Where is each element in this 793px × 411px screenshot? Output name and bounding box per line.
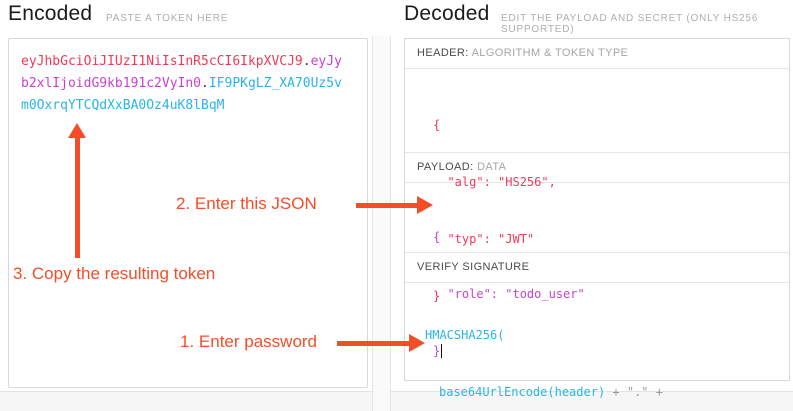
code-line: } bbox=[433, 289, 441, 303]
column-divider-strip bbox=[372, 36, 391, 411]
header-json-editor[interactable]: { "alg": "HS256", "typ": "JWT" } bbox=[405, 69, 789, 303]
decoded-subtitle: EDIT THE PAYLOAD AND SECRET (ONLY HS256 … bbox=[501, 13, 759, 35]
code-line: "typ": "JWT" bbox=[433, 232, 535, 246]
annotation-step1: 1. Enter password bbox=[180, 332, 318, 351]
arrow-right-icon bbox=[417, 196, 433, 214]
token-header-part: eyJhbGciOiJIUzI1NiIsInR5cCI6IkpXVCJ9 bbox=[21, 54, 303, 69]
text-cursor bbox=[441, 344, 443, 358]
token-separator: . bbox=[201, 76, 209, 91]
payload-json-editor[interactable]: { "role": "todo_user" } bbox=[405, 183, 789, 358]
jwt-token: eyJhbGciOiJIUzI1NiIsInR5cCI6IkpXVCJ9.eyJ… bbox=[21, 51, 348, 117]
code-line: "role": "todo_user" bbox=[433, 287, 585, 301]
verify-section-label: VERIFY SIGNATURE bbox=[405, 253, 789, 283]
code-line: { bbox=[433, 118, 441, 132]
encoded-subtitle: PASTE A TOKEN HERE bbox=[106, 13, 229, 24]
token-payload-part: eyJyb2xlIjoidG9kb191c2VyIn0 bbox=[21, 54, 342, 91]
code-line: base64UrlEncode(header) + "." + bbox=[439, 385, 663, 399]
header-section-label: HEADER: ALGORITHM & TOKEN TYPE bbox=[405, 39, 789, 69]
annotation-step3: 3. Copy the resulting token bbox=[13, 264, 216, 283]
arrow-up-icon bbox=[68, 123, 86, 138]
page-bottom-band bbox=[0, 391, 793, 411]
payload-section-label: PAYLOAD: DATA bbox=[405, 153, 789, 183]
code-line: { bbox=[433, 230, 441, 244]
code-line: } bbox=[433, 344, 443, 358]
decoded-title: Decoded bbox=[404, 2, 490, 25]
annotation-step2: 2. Enter this JSON bbox=[176, 194, 317, 213]
code-line: HMACSHA256( bbox=[425, 328, 505, 342]
arrow-shaft bbox=[337, 341, 410, 346]
encoded-token-textarea[interactable]: eyJhbGciOiJIUzI1NiIsInR5cCI6IkpXVCJ9.eyJ… bbox=[8, 38, 368, 388]
arrow-shaft bbox=[356, 203, 418, 208]
token-separator: . bbox=[302, 54, 311, 69]
arrow-right-icon bbox=[409, 334, 425, 352]
decoded-panel: HEADER: ALGORITHM & TOKEN TYPE { "alg": … bbox=[404, 38, 790, 399]
arrow-shaft bbox=[75, 137, 80, 258]
token-signature-part: IF9PKgLZ_XA70Uz5vm0OxrqYTCQdXxBA0Oz4uK8l… bbox=[21, 76, 342, 113]
encoded-title: Encoded bbox=[8, 2, 93, 25]
code-line: "alg": "HS256", bbox=[433, 175, 556, 189]
verify-signature-area: HMACSHA256( base64UrlEncode(header) + ".… bbox=[405, 283, 789, 399]
